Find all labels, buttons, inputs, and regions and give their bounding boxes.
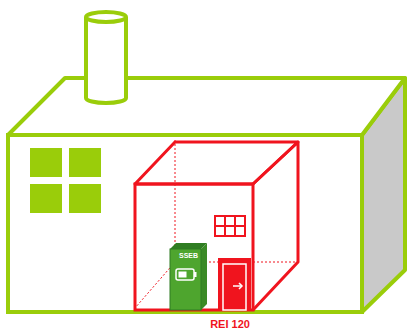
chimney [86,12,126,103]
battery-cabinet: SSEB [170,243,207,310]
compartment-window [215,216,245,236]
building-window [30,148,101,213]
building-front [8,135,362,312]
fire-compartment-outline [133,140,301,333]
fire-compartment: REI 120 SSEB [133,140,301,333]
fire-rating: REI 120 [210,318,250,331]
building-roof [8,78,405,135]
cabinet-body [170,243,207,310]
compartment-box [135,140,298,310]
cabinet-label: SSEB [179,251,198,260]
fire-door [218,258,251,310]
battery-icon [176,269,197,280]
